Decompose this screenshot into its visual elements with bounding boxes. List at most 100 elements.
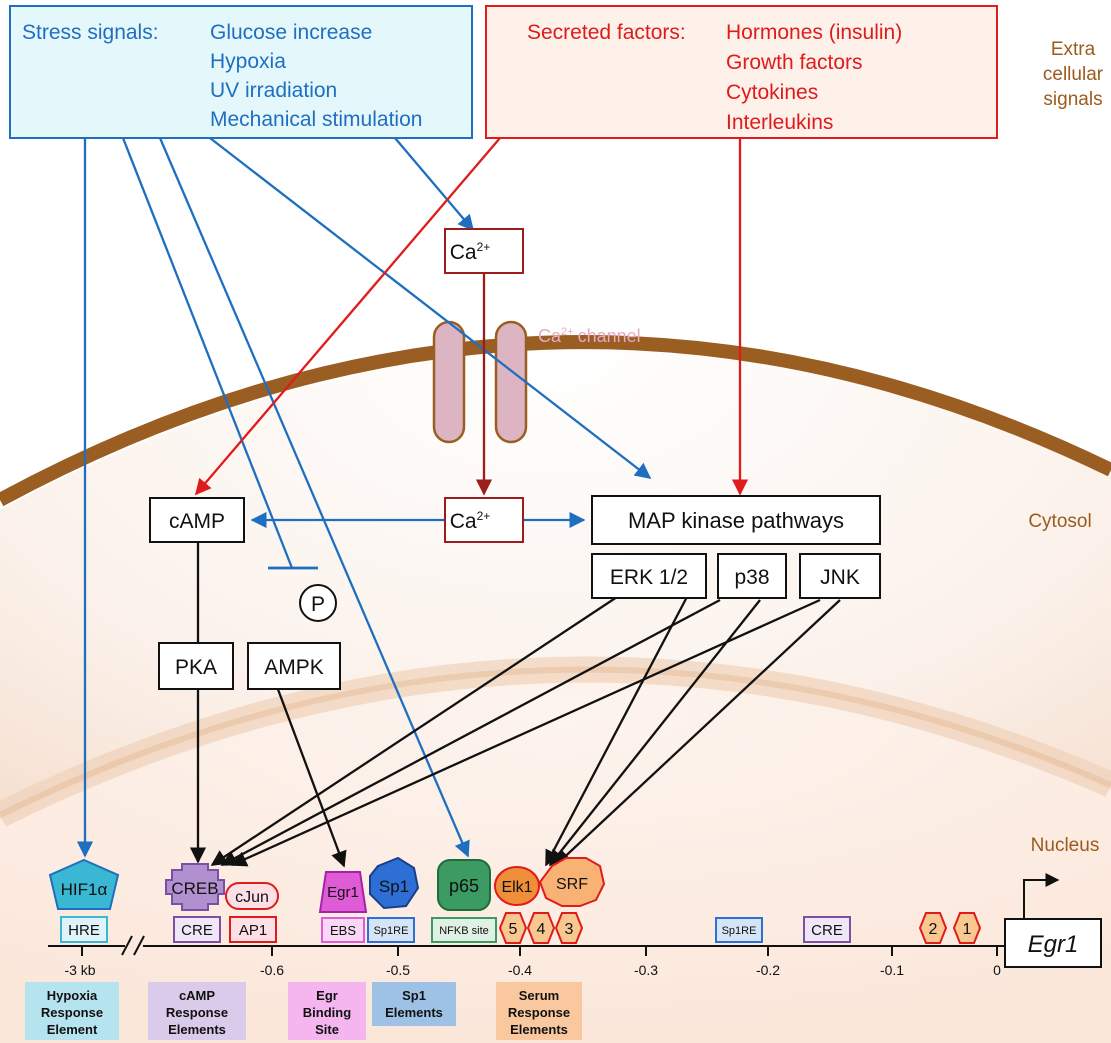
tick-label-0.5: -0.5 bbox=[386, 962, 410, 978]
sre-4-site bbox=[526, 912, 556, 944]
stress-item-hypoxia: Hypoxia bbox=[210, 50, 286, 73]
secreted-item-growth: Growth factors bbox=[726, 51, 863, 74]
cre-site-2 bbox=[803, 916, 851, 943]
hypoxia-element-line-1: Hypoxia bbox=[47, 988, 98, 1003]
stress-item-mechanical: Mechanical stimulation bbox=[210, 108, 422, 131]
cjun-label: cJun bbox=[235, 889, 269, 906]
camp-element-line-3: Elements bbox=[168, 1022, 226, 1037]
sp1re-site bbox=[367, 917, 415, 943]
elk1-factor bbox=[494, 866, 540, 906]
egr1-label: Egr1 bbox=[327, 884, 359, 901]
hre-site bbox=[60, 916, 108, 943]
secreted-item-cytokines: Cytokines bbox=[726, 81, 818, 104]
sp1-label: Sp1 bbox=[379, 877, 409, 896]
secreted-item-hormones: Hormones (insulin) bbox=[726, 21, 902, 44]
ap1-site bbox=[229, 916, 277, 943]
tick-label-0.3: -0.3 bbox=[634, 962, 658, 978]
extracellular-label-3: signals bbox=[1043, 89, 1102, 110]
dna-break-2 bbox=[133, 935, 145, 956]
jnk-box bbox=[799, 553, 881, 599]
camp-label: cAMP bbox=[169, 510, 225, 533]
cre-site bbox=[173, 916, 221, 943]
stress-item-uv: UV irradiation bbox=[210, 79, 337, 102]
signal-arrows bbox=[76, 137, 841, 868]
ca-channel-left bbox=[432, 320, 466, 444]
ebs-label: EBS bbox=[330, 923, 356, 938]
p38-label: p38 bbox=[734, 566, 769, 589]
stress-signals-title: Stress signals: bbox=[22, 21, 159, 44]
ca-extracellular-box bbox=[444, 228, 524, 274]
nfkb-label: NFKB site bbox=[439, 925, 489, 937]
ampk-box bbox=[247, 642, 341, 690]
tick-label-0.6: -0.6 bbox=[260, 962, 284, 978]
camp-element-box bbox=[148, 982, 246, 1040]
sp1re-2-label: Sp1RE bbox=[722, 925, 757, 937]
sp1-factor bbox=[369, 856, 420, 910]
serum-element-line-1: Serum bbox=[519, 988, 559, 1003]
elk1-label: Elk1 bbox=[501, 879, 532, 896]
ca-cytosol-box bbox=[444, 497, 524, 543]
camp-box bbox=[149, 497, 245, 543]
creb-label: CREB bbox=[171, 879, 218, 898]
nucleus-label: Nucleus bbox=[1031, 835, 1100, 856]
phospho-label: P bbox=[311, 593, 325, 616]
egr-element-line-3: Site bbox=[315, 1022, 339, 1037]
nfkb-site bbox=[431, 917, 497, 943]
dna-break-1 bbox=[121, 935, 133, 956]
sre-2-label: 2 bbox=[929, 921, 938, 938]
transcription-start-arrow bbox=[1023, 873, 1060, 919]
cjun-factor bbox=[225, 882, 279, 910]
ap1-label: AP1 bbox=[239, 922, 267, 939]
serum-element-line-3: Elements bbox=[510, 1022, 568, 1037]
serum-element-box bbox=[496, 982, 582, 1040]
srf-label: SRF bbox=[556, 876, 588, 893]
ampk-label: AMPK bbox=[264, 656, 324, 679]
hre-label: HRE bbox=[68, 922, 100, 939]
tick-label-0.2: -0.2 bbox=[756, 962, 780, 978]
secreted-factors-title: Secreted factors: bbox=[527, 21, 686, 44]
phospho-circle bbox=[299, 584, 337, 622]
sre-3-site bbox=[554, 912, 584, 944]
cytosol-label: Cytosol bbox=[1028, 511, 1091, 532]
secreted-item-interleukins: Interleukins bbox=[726, 111, 833, 134]
erk-label: ERK 1/2 bbox=[610, 566, 688, 589]
tick-label-0.1: -0.1 bbox=[880, 962, 904, 978]
egr-element-box bbox=[288, 982, 366, 1040]
ebs-site bbox=[321, 917, 365, 943]
extracellular-label-2: cellular bbox=[1043, 64, 1104, 85]
hif1a-factor bbox=[48, 858, 120, 910]
sp1-element-line-2: Elements bbox=[385, 1005, 443, 1020]
egr-element-line-2: Binding bbox=[303, 1005, 351, 1020]
camp-element-line-2: Response bbox=[166, 1005, 228, 1020]
sre-1-site bbox=[952, 912, 982, 944]
axis-ticks bbox=[81, 946, 998, 956]
sp1-element-box bbox=[372, 982, 456, 1026]
pka-box bbox=[158, 642, 234, 690]
serum-element-line-2: Response bbox=[508, 1005, 570, 1020]
egr1-gene-box bbox=[1004, 918, 1102, 968]
creb-factor bbox=[165, 863, 225, 911]
sp1re-site-2 bbox=[715, 917, 763, 943]
ca-extracellular-label: Ca2+ bbox=[450, 240, 491, 264]
ca-channel-label: Ca2+channel bbox=[538, 326, 641, 346]
tick-label-0: 0 bbox=[993, 962, 1001, 978]
sp1-element-line-1: Sp1 bbox=[402, 988, 426, 1003]
erk-box bbox=[591, 553, 707, 599]
sp1re-label: Sp1RE bbox=[374, 925, 409, 937]
ca-channel-right bbox=[494, 320, 528, 444]
sre-4-label: 4 bbox=[537, 921, 546, 938]
stress-item-glucose: Glucose increase bbox=[210, 21, 372, 44]
hypoxia-element-box bbox=[25, 982, 119, 1040]
tick-label-3kb: -3 kb bbox=[64, 962, 95, 978]
cre-label: CRE bbox=[181, 922, 213, 939]
serum-response-sites bbox=[498, 912, 982, 944]
map-kinase-label: MAP kinase pathways bbox=[628, 508, 844, 533]
sre-1-label: 1 bbox=[963, 921, 972, 938]
sre-5-site bbox=[498, 912, 528, 944]
plasma-membrane bbox=[0, 335, 1111, 507]
secreted-factors-box bbox=[485, 5, 998, 139]
sre-5-label: 5 bbox=[509, 921, 518, 938]
hypoxia-element-line-2: Response bbox=[41, 1005, 103, 1020]
srf-factor bbox=[538, 857, 606, 907]
